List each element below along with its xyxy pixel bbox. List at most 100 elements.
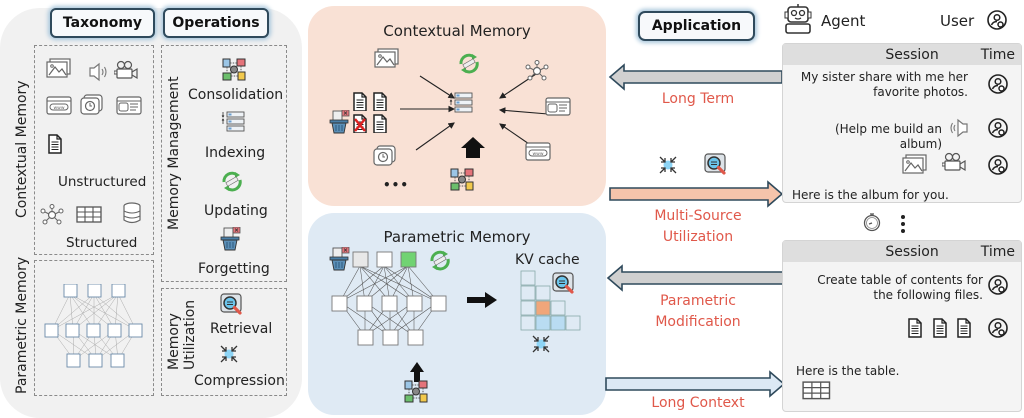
- operations-header: Operations: [163, 8, 269, 38]
- compression-icon: [659, 156, 677, 174]
- table-icon: [76, 206, 102, 223]
- chat-clock-icon: [80, 94, 103, 115]
- web-page-icon: [525, 142, 551, 161]
- session-2-header: Session Time: [783, 241, 1021, 262]
- parametric-modification-arrow: [606, 264, 785, 292]
- user-icon: [987, 10, 1007, 30]
- long-context-label: Long Context: [651, 395, 745, 411]
- multi-source-utilization-label: Multi-Source Utilization: [654, 208, 742, 245]
- agent-robot-icon: [784, 4, 812, 34]
- session-1-header: Session Time: [783, 44, 1021, 65]
- contextual-memory-label: Contextual Memory: [14, 80, 30, 218]
- parametric-memory-label: Parametric Memory: [14, 256, 30, 394]
- agent-message: Here is the album for you.: [792, 188, 949, 202]
- session-column-header: Session: [885, 46, 939, 63]
- indexing-icon: [221, 111, 245, 132]
- structured-label: Structured: [66, 235, 138, 251]
- chat-clock-icon: [373, 145, 396, 166]
- multi-source-utilization-arrow: [609, 180, 784, 208]
- retrieval-icon: [552, 272, 575, 294]
- contextual-memory-title: Contextual Memory: [383, 22, 531, 40]
- contextual-memory-box: [34, 45, 154, 255]
- document-icon: [48, 134, 62, 154]
- graph-icon: [525, 60, 549, 81]
- user-message: My sister share with me her favorite pho…: [800, 70, 968, 99]
- right-arrow-icon: [467, 292, 497, 308]
- long-context-arrow: [605, 370, 786, 398]
- speaker-icon: [89, 63, 107, 81]
- forgetting-icon: [220, 227, 241, 251]
- document-icon: [373, 114, 387, 133]
- image-icon: [46, 58, 71, 78]
- user-icon: [988, 155, 1008, 175]
- user-icon: [988, 318, 1008, 338]
- profile-page-icon: [116, 96, 142, 115]
- kv-cache-label: KV cache: [515, 252, 580, 268]
- forgetting-label: Forgetting: [198, 261, 270, 277]
- session-column-header: Session: [885, 243, 939, 260]
- web-page-icon: [46, 96, 72, 115]
- application-header: Application: [638, 11, 755, 41]
- timer-icon: [863, 213, 881, 232]
- user-icon: [988, 275, 1008, 295]
- document-icon: [373, 92, 387, 111]
- video-camera-icon: [114, 60, 138, 79]
- time-column-header: Time: [980, 243, 1015, 260]
- consolidation-icon: [222, 58, 246, 81]
- speaker-icon: [950, 119, 968, 137]
- kv-cache-grid: [520, 270, 581, 331]
- taxonomy-header: Taxonomy: [50, 8, 155, 38]
- database-icon: [123, 202, 141, 224]
- memory-utilization-box: [161, 288, 287, 396]
- neural-network-diagram: [331, 251, 447, 346]
- index-icon: [449, 92, 473, 113]
- graph-icon: [40, 204, 64, 225]
- video-camera-icon: [942, 152, 966, 171]
- unstructured-label: Unstructured: [58, 174, 147, 190]
- indexing-label: Indexing: [205, 145, 266, 161]
- parametric-modification-label: Parametric Modification: [655, 293, 741, 330]
- document-icon: [353, 92, 367, 111]
- document-icon: [957, 318, 971, 338]
- compression-label: Compression: [194, 373, 285, 389]
- neural-network-diagram: [44, 284, 143, 368]
- long-term-label: Long Term: [661, 91, 735, 107]
- updating-label: Updating: [204, 203, 268, 219]
- profile-page-icon: [545, 97, 571, 116]
- user-icon: [988, 74, 1008, 94]
- document-icon: [933, 318, 947, 338]
- retrieval-icon: [220, 293, 243, 315]
- parametric-memory-box: [34, 260, 154, 396]
- user-icon: [988, 118, 1008, 138]
- user-message: (Help me build an album): [834, 122, 942, 151]
- image-icon: [902, 154, 927, 174]
- up-arrow-icon: [410, 362, 424, 382]
- memory-management-box: [161, 45, 287, 282]
- ellipsis: •••: [383, 178, 410, 192]
- contextual-memory-diagram: [400, 73, 549, 158]
- agent-label: Agent: [821, 12, 866, 30]
- agent-message: Here is the table.: [796, 364, 900, 378]
- forgetting-icon: [329, 110, 350, 134]
- memory-utilization-label: Memory Utilization: [166, 299, 198, 370]
- long-term-arrow: [608, 63, 783, 91]
- time-column-header: Time: [980, 46, 1015, 63]
- retrieval-icon: [704, 153, 727, 175]
- consolidation-icon: [404, 380, 428, 403]
- table-icon: [802, 381, 831, 400]
- memory-management-label: Memory Management: [166, 76, 182, 230]
- updating-icon: [459, 52, 479, 75]
- compression-icon: [532, 335, 550, 353]
- user-message: Create table of contents for the followi…: [817, 273, 983, 302]
- up-arrow-icon: [461, 137, 485, 158]
- session-1-panel: Session Time: [782, 43, 1022, 203]
- image-icon: [374, 48, 399, 68]
- compression-icon: [220, 345, 238, 363]
- user-label: User: [940, 12, 975, 30]
- consolidation-icon: [450, 168, 474, 191]
- consolidation-label: Consolidation: [188, 87, 284, 103]
- more-dots-icon: [901, 215, 905, 233]
- document-icon: [908, 318, 922, 338]
- parametric-memory-title: Parametric Memory: [383, 228, 531, 246]
- retrieval-label: Retrieval: [210, 321, 273, 337]
